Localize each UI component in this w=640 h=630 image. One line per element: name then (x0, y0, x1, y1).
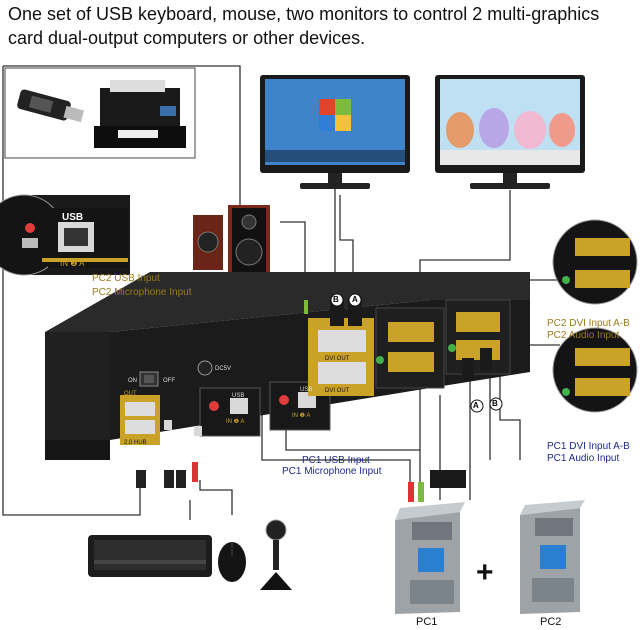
printer-icon (94, 80, 186, 148)
speaker-icon (193, 205, 270, 275)
plus-sign: + (476, 556, 494, 589)
label-pc2-dvi-input: PC2 DVI Input A-B (547, 318, 630, 329)
zoom-pc2-dvi (552, 219, 638, 305)
usb-plugs (136, 462, 198, 488)
headline-line-2: card dual-output computers or other devi… (8, 28, 366, 48)
switch-off-label: OFF (163, 378, 175, 384)
dc-power-label: DC5V (215, 366, 232, 372)
hub-label: 2.0 HUB (124, 440, 147, 446)
microphone-icon (260, 519, 292, 590)
usb-port-label-1: USB (300, 387, 313, 393)
label-pc2-usb-input: PC2 USB Input (92, 273, 160, 284)
zoom-usb-port (0, 194, 130, 276)
callout-b-bottom: B (492, 399, 498, 408)
usb-stick-icon (17, 89, 84, 123)
pc2-tower-icon (520, 500, 585, 614)
pc1-tower-icon (395, 502, 465, 614)
label-pc2-audio-input: PC2 Audio Input (547, 330, 620, 341)
callout-a-bottom: A (473, 401, 479, 410)
dvi-out-label-2: DVI OUT (325, 388, 350, 394)
peripherals-box (4, 67, 196, 159)
callout-markers (330, 293, 503, 413)
label-pc2-microphone-input: PC2 Microphone Input (92, 287, 192, 298)
in1a-label: IN ❶ A (292, 413, 311, 419)
label-pc1-audio-input: PC1 Audio Input (547, 453, 620, 464)
hub-out-label: OUT (124, 391, 137, 397)
dvi-out-label-1: DVI OUT (325, 356, 350, 362)
pc1-label: PC1 (416, 616, 438, 628)
label-pc1-usb-input: PC1 USB Input (302, 455, 370, 466)
zoom-usb-port-label: IN ❷ A (60, 259, 85, 268)
monitor-right-icon (435, 75, 585, 189)
switch-on-label: ON (128, 378, 137, 384)
label-pc1-microphone-input: PC1 Microphone Input (282, 466, 382, 477)
keyboard-icon (88, 535, 212, 577)
label-pc1-dvi-input: PC1 DVI Input A-B (547, 441, 630, 452)
zoom-pc1-dvi (552, 327, 638, 413)
mouse-icon (218, 542, 246, 582)
callout-b-top: B (333, 295, 339, 304)
headline-line-1: One set of USB keyboard, mouse, two moni… (8, 4, 600, 24)
usb-port-label-2: USB (232, 393, 245, 399)
headline: One set of USB keyboard, mouse, two moni… (8, 2, 634, 50)
pc2-label: PC2 (540, 616, 562, 628)
zoom-usb-title: USB (62, 212, 84, 223)
kvm-switch-body (45, 272, 530, 460)
callout-a-top: A (352, 295, 358, 304)
in2a-label: IN ❷ A (226, 419, 245, 425)
monitor-left-icon (260, 75, 410, 189)
